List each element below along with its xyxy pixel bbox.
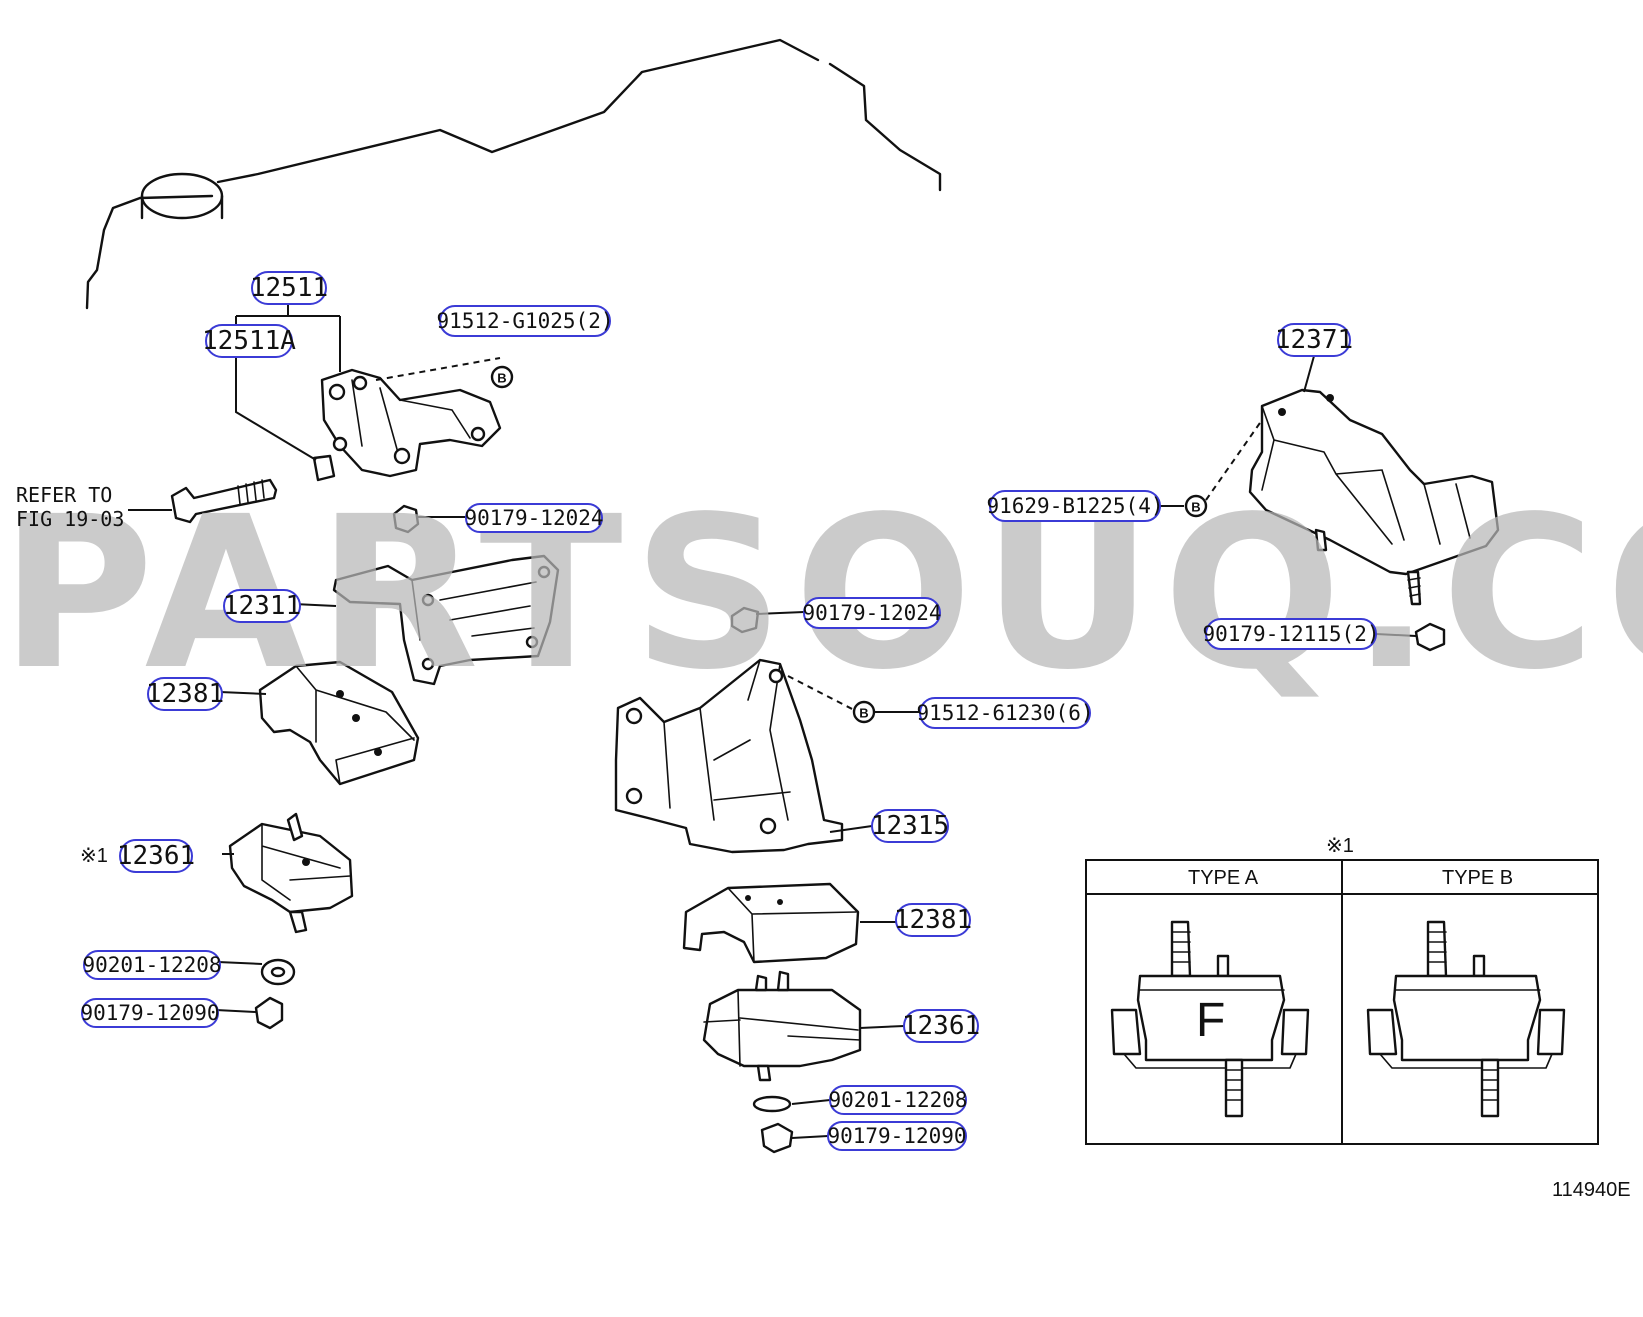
bolt-refer-fig [170, 478, 278, 524]
insulator-12381-left [258, 660, 420, 786]
type-a-letter: F [1196, 994, 1225, 1047]
callout-12311[interactable]: 12311 [223, 589, 301, 623]
callout-12315-label: 12315 [871, 811, 949, 841]
nut-90179-12024-left [392, 504, 420, 534]
inset-title: ※1 [1326, 835, 1354, 857]
callout-12511[interactable]: 12511 [250, 271, 328, 305]
callout-12511A[interactable]: 12511A [202, 324, 296, 358]
type-b-label: TYPE B [1442, 867, 1513, 889]
callout-12511A-label: 12511A [202, 326, 296, 356]
callout-90201-12208-mid-label: 90201-12208 [828, 1088, 967, 1112]
callout-12381-mid[interactable]: 12381 [894, 903, 972, 937]
callout-12361-mid[interactable]: 12361 [902, 1009, 980, 1043]
callout-12511-label: 12511 [250, 273, 328, 303]
callout-91512-61230[interactable]: 91512-61230(6) [916, 697, 1094, 729]
callout-91512-61230-label: 91512-61230(6) [916, 701, 1093, 725]
callout-12381-left[interactable]: 12381 [146, 677, 224, 711]
callout-90179-12024-left[interactable]: 90179-12024 [464, 503, 604, 533]
type-a-label: TYPE A [1188, 867, 1259, 889]
engine-outline [85, 38, 942, 310]
type-inset: ※1 TYPE A TYPE B F [1085, 835, 1599, 1145]
callout-90179-12090-left[interactable]: 90179-12090 [80, 998, 220, 1028]
leader-lines [128, 304, 1417, 1139]
callout-12371[interactable]: 12371 [1275, 323, 1353, 357]
bracket-12315 [614, 658, 844, 854]
callout-12371-label: 12371 [1275, 325, 1353, 355]
callout-90179-12090-mid-label: 90179-12090 [827, 1124, 966, 1148]
callout-12311-label: 12311 [223, 591, 301, 621]
bracket-12311 [332, 554, 560, 686]
nut-90179-12090-left [254, 996, 284, 1030]
svg-text:B: B [1191, 500, 1200, 515]
svg-text:B: B [497, 371, 506, 386]
callout-12315[interactable]: 12315 [871, 809, 949, 843]
insulator-12361-left [228, 812, 354, 934]
callout-90179-12090-left-label: 90179-12090 [80, 1001, 219, 1025]
callout-12361-mid-label: 12361 [902, 1011, 980, 1041]
callout-91629-B1225[interactable]: 91629-B1225(4) [986, 490, 1164, 522]
callout-90179-12090-mid[interactable]: 90179-12090 [827, 1121, 967, 1151]
nut-90179-12090-mid [760, 1122, 794, 1154]
refer-note-line2: FIG 19-03 [16, 507, 124, 531]
callout-90201-12208-left-label: 90201-12208 [82, 953, 221, 977]
type-b-insulator [1366, 920, 1566, 1118]
asterisk-mark: ※1 [80, 845, 108, 867]
callout-12361-left-label: 12361 [117, 841, 195, 871]
callout-90179-12024-left-label: 90179-12024 [464, 506, 603, 530]
callout-90201-12208-mid[interactable]: 90201-12208 [828, 1085, 968, 1115]
insulator-12371 [1248, 388, 1500, 606]
type-a-insulator: F [1110, 920, 1310, 1118]
svg-text:B: B [859, 706, 868, 721]
callout-90179-12024-mid[interactable]: 90179-12024 [802, 597, 942, 629]
callout-90201-12208-left[interactable]: 90201-12208 [82, 950, 222, 980]
insulator-12361-mid [702, 970, 862, 1082]
bolt-marker-3: B [1184, 494, 1208, 518]
callout-90179-12115-label: 90179-12115(2) [1202, 622, 1379, 646]
washer-90201-12208-left [260, 958, 296, 986]
bolt-marker-1: B [490, 365, 514, 389]
callout-91512-G1025-label: 91512-G1025(2) [436, 309, 613, 333]
callout-12361-left[interactable]: 12361 [117, 839, 195, 873]
nut-90179-12024-mid [730, 606, 760, 634]
callout-12381-left-label: 12381 [146, 679, 224, 709]
engine-bracket-12511 [312, 368, 502, 482]
insulator-12381-mid [682, 882, 860, 964]
callout-90179-12115[interactable]: 90179-12115(2) [1202, 618, 1380, 650]
bolt-marker-2: B [852, 700, 876, 724]
callout-91629-B1225-label: 91629-B1225(4) [986, 494, 1163, 518]
refer-note-line1: REFER TO [16, 483, 112, 507]
washer-90201-12208-mid [752, 1095, 792, 1113]
callout-12381-mid-label: 12381 [894, 905, 972, 935]
figure-id: 114940E [1552, 1179, 1631, 1201]
callout-91512-G1025[interactable]: 91512-G1025(2) [436, 305, 614, 337]
nut-90179-12115 [1414, 622, 1446, 652]
callout-90179-12024-mid-label: 90179-12024 [802, 601, 941, 625]
